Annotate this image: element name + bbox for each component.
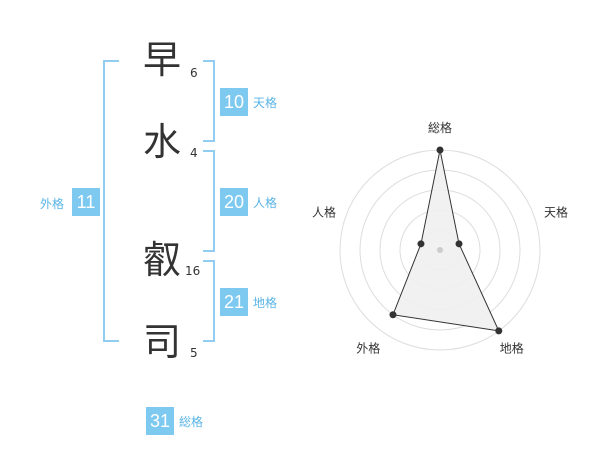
name-char-3: 叡 — [142, 238, 181, 282]
tenkaku-bracket — [203, 60, 215, 142]
radar-center — [437, 247, 443, 253]
radar-axis-label-2: 天格 — [544, 204, 568, 219]
chikaku-bracket — [203, 260, 215, 342]
radar-axis-label-3: 地格 — [500, 341, 524, 356]
stroke-count-4: 5 — [190, 346, 198, 360]
chikaku-value: 21 — [220, 288, 248, 316]
jinkaku-label: 人格 — [253, 196, 278, 210]
chikaku-label: 地格 — [253, 296, 278, 310]
name-char-1: 早 — [142, 38, 181, 82]
radar-point-3 — [495, 327, 503, 335]
tenkaku-value: 10 — [220, 88, 248, 116]
soukaku-value: 31 — [146, 407, 174, 435]
stroke-count-2: 4 — [190, 146, 198, 160]
gaikaku-bracket — [103, 60, 119, 342]
stroke-count-1: 6 — [190, 66, 198, 80]
radar-area — [392, 149, 500, 332]
jinkaku-value: 20 — [220, 188, 248, 216]
tenkaku-label: 天格 — [253, 96, 278, 110]
soukaku-label: 総格 — [179, 415, 204, 429]
name-char-4: 司 — [142, 320, 181, 364]
stroke-count-3: 16 — [185, 264, 201, 278]
jinkaku-bracket — [203, 150, 215, 252]
radar-point-5 — [417, 240, 425, 248]
gaikaku-value: 11 — [72, 188, 100, 216]
radar-axis-label-5: 人格 — [312, 204, 336, 219]
name-char-2: 水 — [142, 120, 181, 164]
radar-axis-label-1: 総格 — [428, 120, 452, 135]
gaikaku-label: 外格 — [40, 197, 65, 211]
radar-axis-label-4: 外格 — [356, 341, 380, 356]
radar-point-1 — [436, 146, 444, 154]
radar-point-2 — [455, 240, 463, 248]
radar-point-4 — [389, 311, 397, 319]
